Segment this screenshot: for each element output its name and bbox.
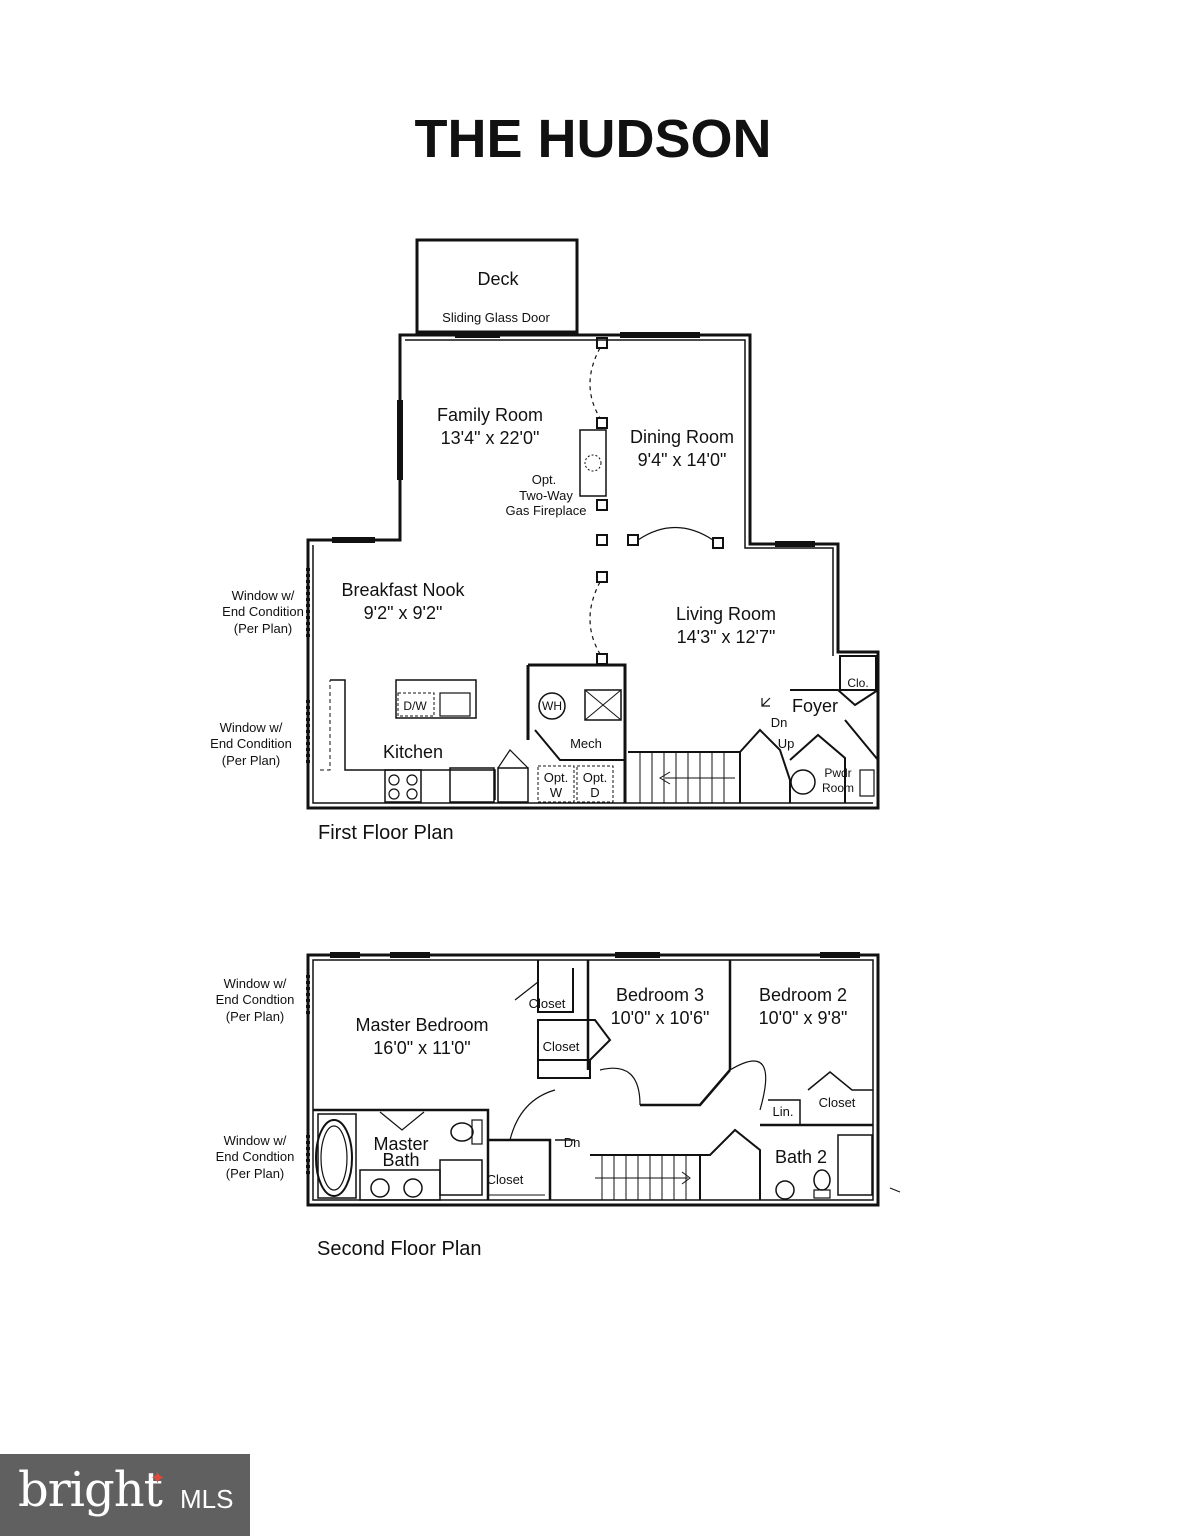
window-note-2a: Window w/ (220, 720, 283, 735)
dining-room-label: Dining Room (630, 427, 734, 447)
fireplace-note-2: Two-Way (519, 488, 573, 503)
second-floor-plan (306, 952, 901, 1207)
linen-label: Lin. (773, 1104, 794, 1119)
dining-room-size: 9'4" x 14'0" (638, 450, 727, 470)
sliding-door-label: Sliding Glass Door (442, 310, 550, 325)
breakfast-nook-size: 9'2" x 9'2" (364, 603, 443, 623)
window-note-1c: (Per Plan) (234, 621, 293, 636)
closet-label-2: Closet (543, 1039, 580, 1054)
plan-title: THE HUDSON (414, 109, 772, 169)
wh-label: WH (542, 699, 562, 713)
bedroom2-label: Bedroom 2 (759, 985, 847, 1005)
window-note-3c: (Per Plan) (226, 1009, 285, 1024)
fireplace-note-1: Opt. (532, 472, 557, 487)
bedroom3-label: Bedroom 3 (616, 985, 704, 1005)
powder-room-label-1: Pwdr (824, 766, 851, 780)
window-note-3a: Window w/ (224, 976, 287, 991)
family-room-size: 13'4" x 22'0" (441, 428, 540, 448)
master-bath-label-2: Bath (382, 1150, 419, 1170)
fireplace-note-3: Gas Fireplace (506, 503, 587, 518)
window-note-2b: End Condition (210, 736, 292, 751)
opt-w-label-2: W (550, 785, 563, 800)
living-room-size: 14'3" x 12'7" (677, 627, 776, 647)
mech-label: Mech (570, 736, 602, 751)
master-bedroom-label: Master Bedroom (355, 1015, 488, 1035)
second-floor-outer-wall (306, 953, 880, 1207)
bright-mls-logo: bright ✦ MLS (0, 1454, 250, 1536)
dw-label: D/W (403, 699, 427, 713)
window-note-4c: (Per Plan) (226, 1166, 285, 1181)
closet-label-first: Clo. (847, 676, 868, 690)
stairs-dn-label: Dn (771, 715, 788, 730)
logo-star-icon: ✦ (150, 1468, 166, 1488)
closet-label-4: Closet (819, 1095, 856, 1110)
window-note-4a: Window w/ (224, 1133, 287, 1148)
stairs-up-label: Up (778, 736, 795, 751)
opt-w-label-1: Opt. (544, 770, 569, 785)
stairs-dn-label-2: Dn (564, 1135, 581, 1150)
logo-brand: bright (18, 1462, 163, 1518)
master-bath-label-1: Master (373, 1134, 428, 1154)
powder-room-label-2: Room (822, 781, 854, 795)
breakfast-nook-label: Breakfast Nook (341, 580, 465, 600)
second-floor-caption: Second Floor Plan (317, 1238, 482, 1260)
window-note-4b: End Condtion (216, 1149, 295, 1164)
bedroom2-size: 10'0" x 9'8" (759, 1008, 848, 1028)
window-note-3b: End Condtion (216, 992, 295, 1007)
window-note-1b: End Condition (222, 604, 304, 619)
first-floor-plan (306, 238, 880, 810)
kitchen-label: Kitchen (383, 742, 443, 762)
logo-suffix: MLS (180, 1484, 234, 1514)
window-note-2c: (Per Plan) (222, 753, 281, 768)
living-room-label: Living Room (676, 604, 776, 624)
family-room-label: Family Room (437, 405, 543, 425)
deck-label: Deck (477, 269, 519, 289)
bath2-label: Bath 2 (775, 1147, 827, 1167)
master-bedroom-size: 16'0" x 11'0" (373, 1038, 470, 1058)
opt-d-label-1: Opt. (583, 770, 608, 785)
closet-label-1: Closet (529, 996, 566, 1011)
opt-d-label-2: D (590, 785, 599, 800)
foyer-label: Foyer (792, 696, 838, 716)
bedroom3-size: 10'0" x 10'6" (611, 1008, 710, 1028)
window-note-1a: Window w/ (232, 588, 295, 603)
closet-label-3: Closet (487, 1172, 524, 1187)
first-floor-caption: First Floor Plan (318, 822, 454, 844)
